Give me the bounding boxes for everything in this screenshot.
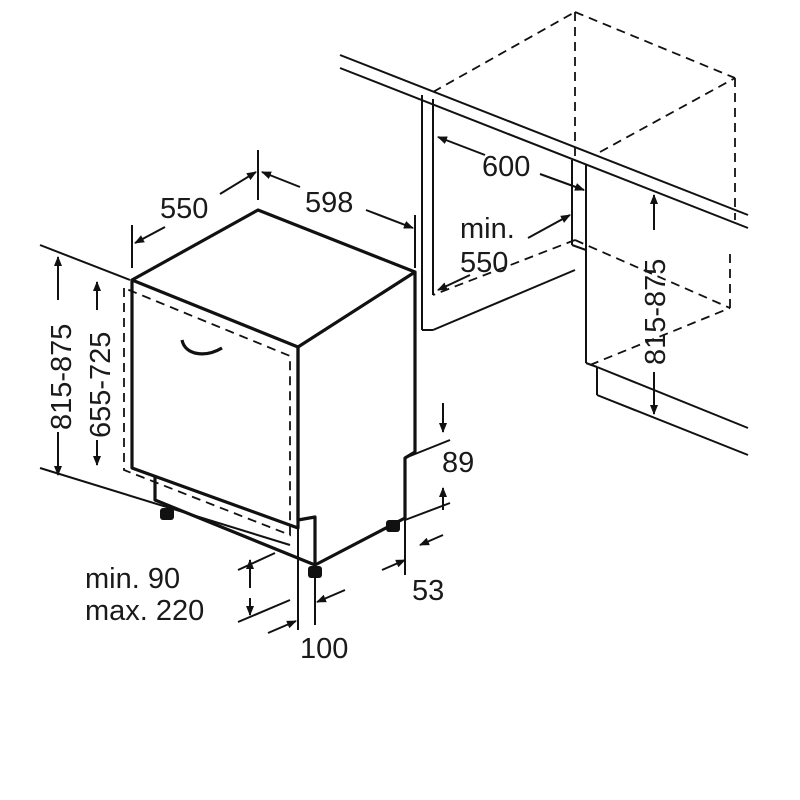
- niche-width-dimension: 600: [437, 136, 585, 191]
- niche-depth-label-line1: min.: [460, 213, 515, 245]
- niche-height-dimension: 815-875: [640, 194, 672, 415]
- plinth-depth-dimension: 100: [267, 528, 348, 665]
- plinth-height-label-line2: max. 220: [85, 595, 204, 627]
- niche-height-label: 815-875: [640, 259, 672, 365]
- plinth-side-dimensions: 89 53: [381, 403, 474, 607]
- height-total-dimension: 815-875: [39, 244, 291, 546]
- plinth-top-label: 89: [442, 447, 474, 479]
- height-door-dimension: 655-725: [85, 281, 117, 466]
- niche-depth-dimension: min. 550: [437, 213, 571, 291]
- niche-outline: [339, 11, 749, 456]
- height-total-label: 815-875: [46, 324, 78, 430]
- plinth-depth-label: 100: [300, 633, 348, 665]
- width-dimension: 598: [261, 171, 416, 268]
- depth-label: 550: [160, 193, 208, 225]
- depth-dimension: 550: [131, 150, 259, 268]
- dishwasher-body: [123, 208, 417, 578]
- niche-width-label: 600: [482, 151, 530, 183]
- height-door-label: 655-725: [85, 332, 117, 438]
- plinth-height-dimension: min. 90 max. 220: [85, 552, 291, 627]
- plinth-height-label-line1: min. 90: [85, 563, 180, 595]
- niche-depth-label-line2: 550: [460, 247, 508, 279]
- plinth-bottom-label: 53: [412, 575, 444, 607]
- width-label: 598: [305, 187, 353, 219]
